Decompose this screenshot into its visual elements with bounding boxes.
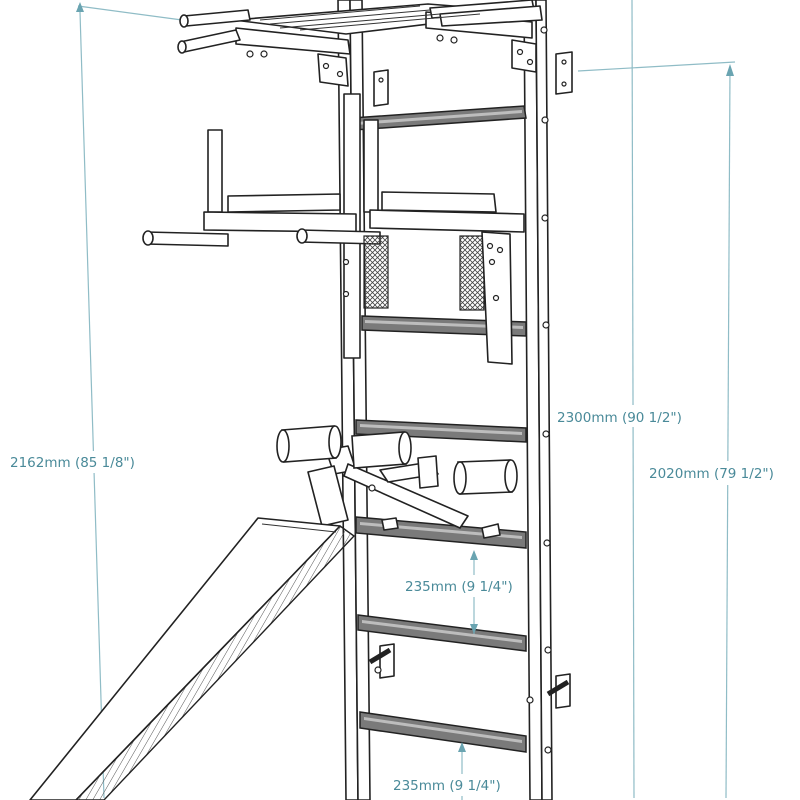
dimension-label-rung-spacing-lower: 235mm (9 1/4") [393,778,501,794]
dimension-rung-spacing-upper: 235mm (9 1/4") [402,550,526,634]
dip-platform-right [381,191,497,213]
dimension-ladder-height: 2300mm (90 1/2") [554,0,712,799]
label-background [402,575,526,597]
dip-station [142,93,525,365]
pull-up-bar [177,0,573,107]
dimension-extension-line-top [77,5,183,21]
rung [357,614,527,652]
wall-mount-bracket [555,673,571,709]
rung [355,419,527,443]
bench-pad [29,517,341,800]
rung [361,315,527,337]
rung-clip [381,517,399,531]
dimension-extension-line-top [577,61,736,72]
roller-pad-lower [453,459,518,495]
bracket-plate [317,53,349,87]
rung [355,516,527,549]
lower-wall-brackets [368,643,571,709]
roller-arm [343,463,469,529]
frame-hatching [259,5,481,31]
bench-pad-edge [75,525,356,800]
roller-spacer [417,455,439,489]
hinge-mesh-left [363,235,389,309]
dimension-rung-spacing-lower: 235mm (9 1/4") [390,742,528,800]
right-stile-face [535,0,553,800]
rung-clip [481,523,501,539]
roller-pad-upper-right [351,431,412,469]
dimension-label-overall-height: 2162mm (85 1/8") [10,455,135,471]
dimension-mount-height: 2020mm (79 1/2") [577,61,800,799]
dimension-label-ladder-height: 2300mm (90 1/2") [557,410,682,426]
anchor-bolt [368,647,392,665]
roller-pad-upper-left [276,425,342,463]
dimension-line [725,67,731,799]
arrow-up-icon [458,742,466,752]
dip-platform-left [227,193,341,213]
pull-up-handle-left [177,9,251,54]
dimension-label-mount-height: 2020mm (79 1/2") [649,466,774,482]
dip-post-inner [363,119,379,213]
label-background [646,461,800,485]
stile-bolts [540,26,552,754]
bench-seam [261,523,337,533]
incline-bench [29,465,356,800]
arrow-up-icon [726,64,734,76]
rungs [351,105,527,753]
wall-mount-bracket [555,51,573,95]
dip-arm-right [369,209,525,233]
dimension-label-rung-spacing-upper: 235mm (9 1/4") [405,579,513,595]
rung [359,711,527,753]
anchor-bolt [546,679,570,697]
dip-post-left [207,129,223,213]
label-background [8,451,168,473]
bench-hook [307,465,349,527]
dimension-line [79,11,105,799]
bracket-plate [511,39,537,73]
wall-mount-bracket [373,69,389,107]
arrow-down-icon [470,624,478,634]
label-background [390,774,528,796]
dimension-line [631,0,635,799]
dip-arm-left [203,211,357,233]
dimension-overall-height: 2162mm (85 1/8") [8,2,183,799]
arrow-up-icon [76,2,84,12]
dip-handle-left [145,231,229,247]
arrow-up-icon [470,550,478,560]
hinge-mesh-right [459,235,485,311]
label-background [554,405,712,427]
